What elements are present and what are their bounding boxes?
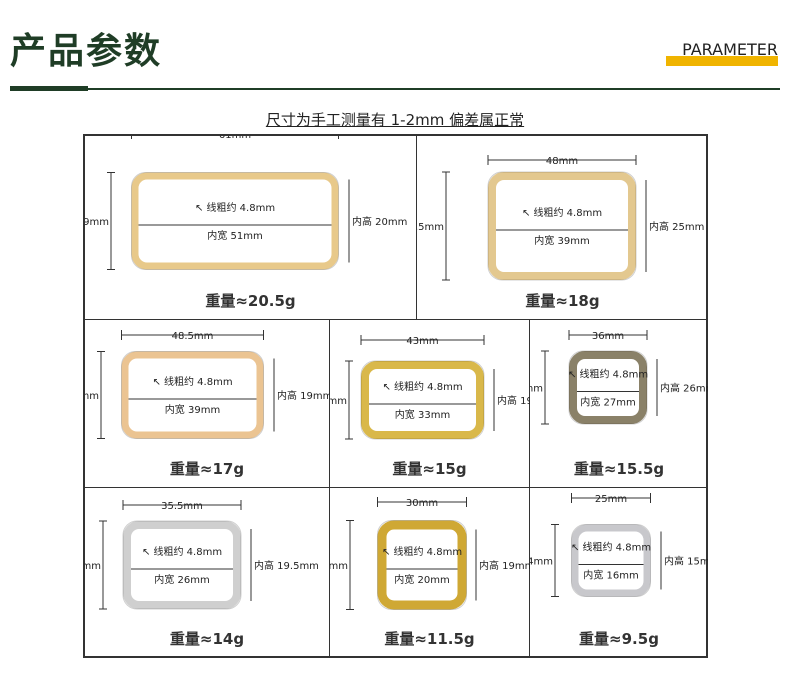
ring-illustration: 43mm 29mm 内高 19mm 内宽 33mm ↖ 线粗约 4.8mm	[330, 335, 530, 440]
ring-shape	[488, 172, 636, 280]
height-label: 28.5mm	[330, 561, 348, 572]
width-label: 30mm	[406, 498, 438, 509]
accent-bar	[666, 56, 778, 66]
inner-height-label: 内高 19.5mm	[254, 559, 319, 572]
product-cell: 25mm 24mm 内高 15mm 内宽 16mm ↖ 线粗约 4.8mm 重量≈9.5g	[530, 488, 708, 658]
ring-illustration: 61mm 29mm 内高 20mm 内宽 51mm ↖ 线粗约 4.8mm	[85, 136, 407, 270]
thickness-label: ↖ 线粗约 4.8mm	[522, 206, 602, 219]
header-divider-accent	[10, 86, 88, 91]
height-label: 29mm	[85, 217, 109, 228]
height-label: 35.5mm	[530, 384, 543, 395]
ring-illustration: 48mm 34.5mm 内高 25mm 内宽 39mm ↖ 线粗约 4.8mm	[417, 155, 704, 281]
weight-label: 重量≈14g	[169, 630, 245, 648]
ring-shape	[377, 520, 467, 610]
width-label: 25mm	[595, 494, 627, 505]
width-label: 61mm	[219, 136, 251, 141]
ring-shape	[121, 351, 264, 439]
product-cell: 35.5mm 29mm 内高 19.5mm 内宽 26mm ↖ 线粗约 4.8mm 重量≈…	[85, 488, 330, 658]
header-divider	[10, 88, 780, 90]
product-cell: 61mm 29mm 内高 20mm 内宽 51mm ↖ 线粗约 4.8mm 重量≈20.5…	[85, 136, 417, 320]
page-title: 产品参数	[10, 31, 163, 72]
width-label: 35.5mm	[161, 501, 203, 512]
height-label: 29mm	[85, 391, 99, 402]
ring-shape	[361, 361, 484, 439]
thickness-label: ↖ 线粗约 4.8mm	[571, 541, 651, 554]
thickness-label: ↖ 线粗约 4.8mm	[568, 368, 648, 381]
thickness-label: ↖ 线粗约 4.8mm	[142, 545, 222, 558]
ring-shape	[123, 521, 241, 609]
thickness-label: ↖ 线粗约 4.8mm	[382, 380, 462, 393]
page-subtitle: PARAMETER	[682, 40, 778, 59]
inner-width-label: 内宽 20mm	[394, 573, 449, 586]
product-cell: 48.5mm 29mm 内高 19mm 内宽 39mm ↖ 线粗约 4.8mm 重量≈17…	[85, 320, 330, 488]
inner-width-label: 内宽 39mm	[534, 234, 589, 247]
thickness-label: ↖ 线粗约 4.8mm	[152, 375, 232, 388]
measurement-note: 尺寸为手工测量有 1-2mm 偏差属正常	[265, 111, 525, 129]
inner-height-label: 内高 19mm	[497, 394, 530, 407]
width-label: 48.5mm	[172, 331, 214, 342]
product-grid: 61mm 29mm 内高 20mm 内宽 51mm ↖ 线粗约 4.8mm 重量≈20.5…	[83, 134, 708, 658]
ring-illustration: 25mm 24mm 内高 15mm 内宽 16mm ↖ 线粗约 4.8mm	[530, 493, 708, 597]
weight-label: 重量≈18g	[525, 292, 600, 310]
inner-height-label: 内高 20mm	[352, 215, 407, 228]
weight-label: 重量≈20.5g	[205, 292, 296, 310]
width-label: 36mm	[592, 331, 624, 342]
height-label: 24mm	[530, 557, 553, 568]
width-label: 43mm	[406, 336, 438, 347]
ring-illustration: 30mm 28.5mm 内高 19mm 内宽 20mm ↖ 线粗约 4.8mm	[330, 497, 530, 610]
ring-illustration: 36mm 35.5mm 内高 26mm 内宽 27mm ↖ 线粗约 4.8mm	[530, 330, 708, 425]
product-cell: 30mm 28.5mm 内高 19mm 内宽 20mm ↖ 线粗约 4.8mm 重量≈11…	[330, 488, 530, 658]
ring-illustration: 48.5mm 29mm 内高 19mm 内宽 39mm ↖ 线粗约 4.8mm	[85, 330, 330, 439]
thickness-label: ↖ 线粗约 4.8mm	[382, 545, 462, 558]
ring-shape	[571, 524, 651, 597]
inner-width-label: 内宽 39mm	[165, 403, 220, 416]
width-label: 48mm	[546, 156, 578, 167]
weight-label: 重量≈17g	[169, 460, 245, 478]
height-label: 29mm	[330, 396, 347, 407]
inner-height-label: 内高 19mm	[277, 389, 330, 402]
inner-width-label: 内宽 26mm	[154, 573, 209, 586]
ring-shape	[131, 172, 339, 270]
inner-width-label: 内宽 27mm	[580, 396, 635, 409]
inner-height-label: 内高 25mm	[649, 220, 704, 233]
inner-width-label: 内宽 51mm	[207, 229, 262, 242]
weight-label: 重量≈9.5g	[579, 630, 659, 648]
ring-shape	[569, 351, 647, 424]
height-label: 34.5mm	[417, 222, 444, 233]
thickness-label: ↖ 线粗约 4.8mm	[195, 201, 275, 214]
weight-label: 重量≈11.5g	[384, 630, 475, 648]
height-label: 29mm	[85, 561, 101, 572]
product-cell: 48mm 34.5mm 内高 25mm 内宽 39mm ↖ 线粗约 4.8mm 重量≈18…	[417, 136, 708, 320]
inner-width-label: 内宽 33mm	[395, 408, 450, 421]
product-cell: 43mm 29mm 内高 19mm 内宽 33mm ↖ 线粗约 4.8mm 重量≈15g	[330, 320, 530, 488]
inner-width-label: 内宽 16mm	[583, 569, 638, 582]
inner-height-label: 内高 19mm	[479, 559, 530, 572]
inner-height-label: 内高 15mm	[664, 555, 708, 568]
ring-illustration: 35.5mm 29mm 内高 19.5mm 内宽 26mm ↖ 线粗约 4.8mm	[85, 500, 319, 610]
product-cell: 36mm 35.5mm 内高 26mm 内宽 27mm ↖ 线粗约 4.8mm 重量≈15…	[530, 320, 708, 488]
inner-height-label: 内高 26mm	[660, 382, 708, 395]
weight-label: 重量≈15g	[392, 460, 467, 478]
weight-label: 重量≈15.5g	[573, 460, 665, 478]
